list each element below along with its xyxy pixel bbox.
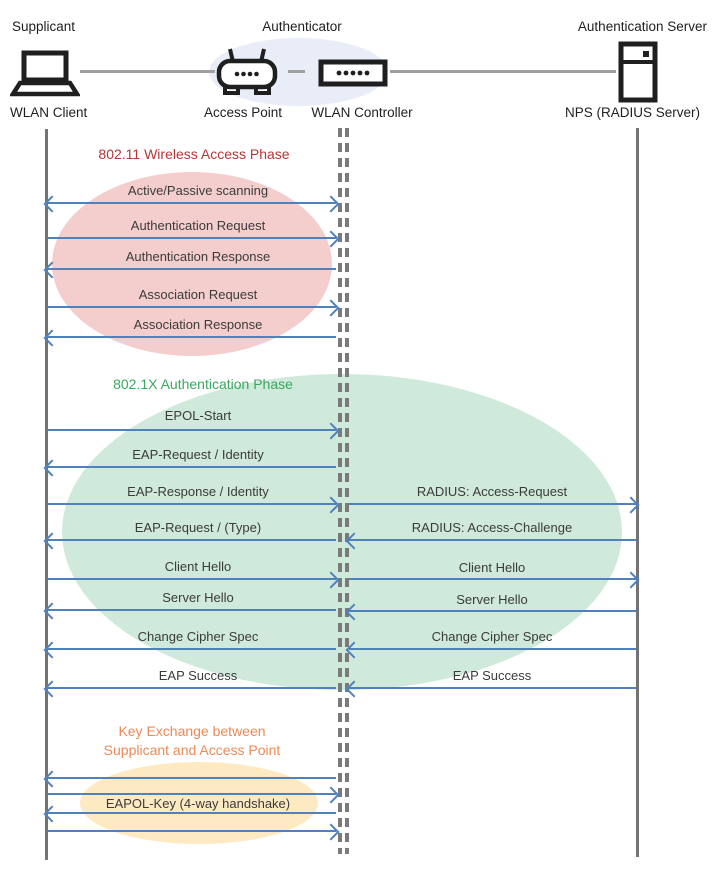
arrow-client-hello-right <box>349 578 636 580</box>
message-label: EPOL-Start <box>164 408 232 423</box>
arrow-server-hello-left <box>47 609 336 611</box>
arrow-authentication-response <box>47 268 336 270</box>
role-authentication-server: Authentication Server <box>577 19 707 34</box>
message-label: Client Hello <box>164 559 232 574</box>
arrow-association-request <box>47 306 336 308</box>
message-label: EAP-Request / Identity <box>132 447 264 462</box>
arrow-client-hello-left <box>47 578 336 580</box>
arrow-eapol-key-msg3 <box>47 812 336 814</box>
arrow-change-cipher-spec-left <box>47 648 336 650</box>
link-ap-controller <box>288 70 305 73</box>
arrow-eapol-key-msg2 <box>47 793 336 795</box>
arrow-eap-response-identity <box>47 503 336 505</box>
message-label: Authentication Request <box>130 218 266 233</box>
message-label: EAP Success <box>452 668 532 683</box>
arrow-active-passive-scanning <box>47 202 336 204</box>
message-label: Association Response <box>133 317 263 332</box>
role-supplicant: Supplicant <box>12 19 76 34</box>
link-controller-server <box>390 70 616 73</box>
lifeline-authenticator-right <box>345 128 349 854</box>
message-label: EAP-Request / (Type) <box>134 520 262 535</box>
message-label: Authentication Response <box>125 249 271 264</box>
arrow-radius-access-request <box>349 503 636 505</box>
message-label: EAPOL-Key (4-way handshake) <box>105 796 291 811</box>
role-authenticator: Authenticator <box>262 19 342 34</box>
lifeline-wlan-client <box>45 129 48 860</box>
access-point-icon <box>216 46 278 98</box>
device-wlan-client: WLAN Client <box>10 105 88 120</box>
lifeline-authenticator-left <box>338 128 342 854</box>
arrow-eap-request-identity <box>47 466 336 468</box>
phase-title-key-exchange-line1: Key Exchange between <box>118 723 266 739</box>
lifeline-radius-server <box>636 128 639 857</box>
phase-title-wireless-access: 802.11 Wireless Access Phase <box>98 146 290 162</box>
message-label: RADIUS: Access-Request <box>416 484 568 499</box>
message-label: RADIUS: Access-Challenge <box>411 520 573 535</box>
message-label: Active/Passive scanning <box>127 183 269 198</box>
device-nps-radius-server: NPS (RADIUS Server) <box>565 105 701 120</box>
link-client-ap <box>80 70 215 73</box>
arrow-change-cipher-spec-right <box>349 648 636 650</box>
arrow-server-hello-right <box>349 610 636 612</box>
phase-title-key-exchange-line2: Supplicant and Access Point <box>103 742 281 758</box>
arrow-radius-access-challenge <box>349 539 636 541</box>
message-label: Association Request <box>138 287 258 302</box>
arrow-eapol-key-msg1 <box>47 777 336 779</box>
message-label: Client Hello <box>458 560 526 575</box>
message-label: Change Cipher Spec <box>137 629 259 644</box>
arrow-eapol-key-msg4 <box>47 830 336 832</box>
message-label: Server Hello <box>162 590 234 605</box>
arrow-authentication-request <box>47 237 336 239</box>
device-wlan-controller: WLAN Controller <box>311 105 413 120</box>
authentication-phase-ellipse <box>62 374 622 690</box>
arrow-epol-start <box>47 429 336 431</box>
server-icon <box>618 41 658 103</box>
device-access-point: Access Point <box>203 105 283 120</box>
laptop-icon <box>10 50 80 98</box>
wlan-controller-icon <box>318 59 388 87</box>
arrow-association-response <box>47 336 336 338</box>
arrow-eap-request-type <box>47 539 336 541</box>
message-label: EAP-Response / Identity <box>127 484 269 499</box>
message-label: Change Cipher Spec <box>431 629 553 644</box>
phase-title-authentication: 802.1X Authentication Phase <box>113 376 293 392</box>
arrow-eap-success-right <box>349 687 636 689</box>
message-label: EAP Success <box>158 668 238 683</box>
arrow-eap-success-left <box>47 687 336 689</box>
message-label: Server Hello <box>456 592 528 607</box>
